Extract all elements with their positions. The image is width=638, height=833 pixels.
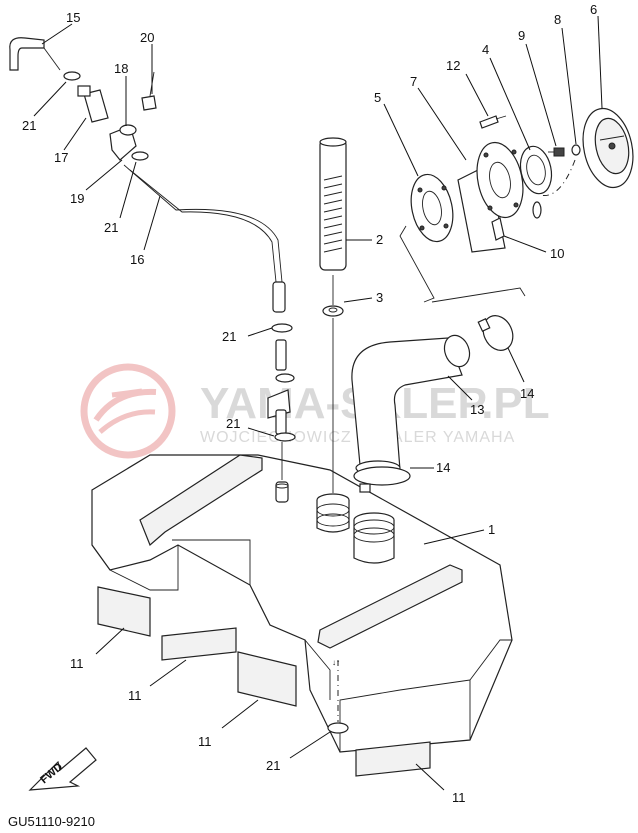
callout-21a: 21	[22, 118, 36, 133]
vent-valve	[141, 71, 157, 111]
small-marker-text: ↓↑	[332, 658, 340, 667]
breather-hose	[9, 37, 61, 71]
hose-clamp-upper	[477, 315, 514, 351]
callout-18: 18	[114, 61, 128, 76]
callout-15: 15	[66, 10, 80, 25]
pad-1	[97, 586, 151, 637]
callout-3: 3	[376, 290, 383, 305]
tank-fitting	[275, 481, 289, 503]
breather-line	[123, 164, 283, 283]
chain-ring	[532, 201, 542, 219]
cap-screw	[548, 147, 565, 157]
breather-line-2	[129, 169, 277, 283]
callout-14a: 14	[520, 386, 534, 401]
callout-21c: 21	[222, 329, 236, 344]
flange-bolt	[479, 115, 507, 129]
diagram-code: GU51110-9210	[8, 814, 95, 829]
assembly-link-right	[431, 287, 526, 303]
callout-17: 17	[54, 150, 68, 165]
cap-gasket	[519, 145, 553, 195]
pump-grommet	[316, 493, 350, 533]
clip-top	[63, 71, 81, 81]
callout-13: 13	[470, 402, 484, 417]
callout-6: 6	[590, 2, 597, 17]
fuel-tank	[91, 454, 513, 753]
check-valve	[77, 85, 109, 123]
cap-washer	[571, 144, 581, 156]
callout-19: 19	[70, 191, 84, 206]
breather-hose-end	[272, 281, 286, 313]
filler-flange	[410, 173, 454, 243]
callout-21e: 21	[266, 758, 280, 773]
pads	[97, 586, 431, 777]
pad-4	[355, 741, 431, 777]
watermark-logo-icon	[80, 363, 176, 459]
callout-20: 20	[140, 30, 154, 45]
callout-21d: 21	[226, 416, 240, 431]
callout-14b: 14	[436, 460, 450, 475]
fuel-filter	[319, 137, 347, 271]
vent-clips	[267, 323, 296, 480]
filler-cap	[582, 107, 634, 189]
filler-neck	[353, 512, 395, 564]
filler-neck-body	[457, 141, 524, 253]
hose-clamp-lower	[353, 466, 411, 493]
callout-4: 4	[482, 42, 489, 57]
callout-9: 9	[518, 28, 525, 43]
callout-1: 1	[488, 522, 495, 537]
callout-11d: 11	[452, 790, 466, 805]
grommet	[322, 305, 344, 317]
callout-7: 7	[410, 74, 417, 89]
callout-10: 10	[550, 246, 564, 261]
callout-12: 12	[446, 58, 460, 73]
callout-2: 2	[376, 232, 383, 247]
callout-5: 5	[374, 90, 381, 105]
pad-2	[161, 627, 237, 661]
callout-11a: 11	[70, 656, 84, 671]
clip-bottom	[327, 722, 349, 734]
pad-3	[237, 651, 297, 707]
assembly-link-left	[399, 225, 435, 303]
callout-21b: 21	[104, 220, 118, 235]
cap-chain	[539, 159, 576, 197]
clip-second	[131, 151, 149, 161]
callout-16: 16	[130, 252, 144, 267]
callout-11c: 11	[198, 734, 212, 749]
callout-11b: 11	[128, 688, 142, 703]
clip-18	[119, 124, 137, 136]
fwd-arrow-icon: FWD	[28, 747, 97, 791]
callout-8: 8	[554, 12, 561, 27]
callouts: 15 21 17 18 20 19 21 16 2 3 21 21	[22, 2, 603, 805]
